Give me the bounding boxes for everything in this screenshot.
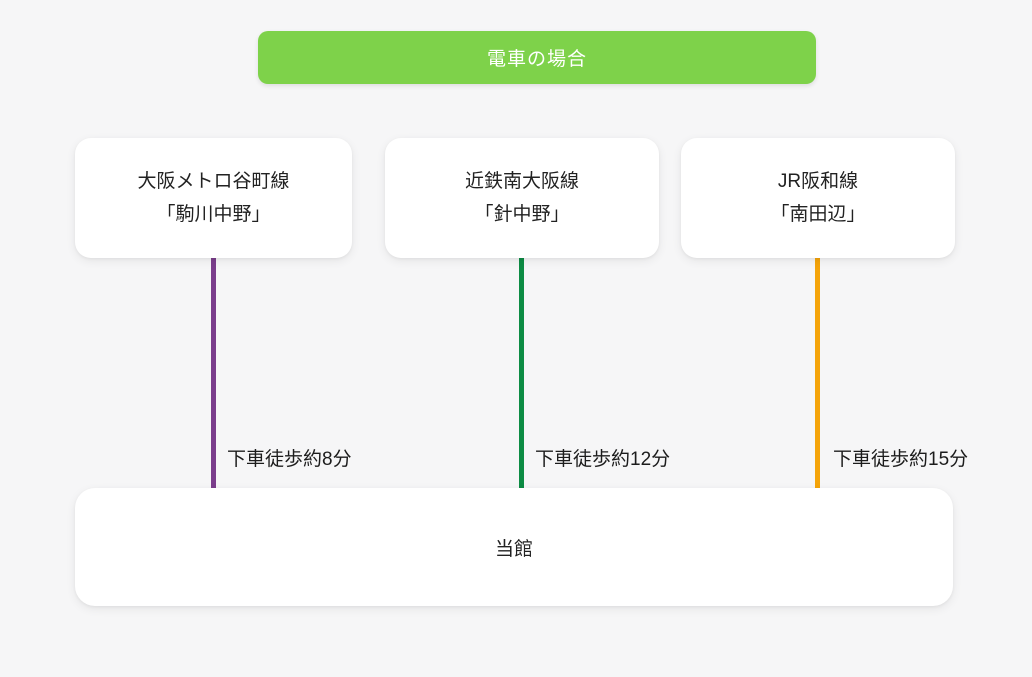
station-line-name: 近鉄南大阪線 <box>464 171 579 192</box>
walk-time-label: 下車徒歩約12分 <box>535 449 671 470</box>
station-card-komagawa-nakano: 大阪メトロ谷町線 「駒川中野」 <box>75 138 352 258</box>
station-name: 「南田辺」 <box>770 204 866 225</box>
walk-time-label: 下車徒歩約8分 <box>227 449 352 470</box>
route-connector-line-orange <box>815 258 820 488</box>
walk-time-label: 下車徒歩約15分 <box>833 449 969 470</box>
station-line-name: 大阪メトロ谷町線 <box>137 171 290 192</box>
destination-label: 当館 <box>494 538 533 560</box>
route-connector-line-green <box>519 258 524 488</box>
destination-card: 当館 <box>75 488 953 606</box>
section-header-train: 電車の場合 <box>258 31 816 84</box>
station-card-harinakano: 近鉄南大阪線 「針中野」 <box>385 138 659 258</box>
station-name: 「駒川中野」 <box>156 204 271 225</box>
station-card-minami-tanabe: JR阪和線 「南田辺」 <box>681 138 955 258</box>
station-line-name: JR阪和線 <box>777 171 859 192</box>
route-connector-line-purple <box>211 258 216 488</box>
station-name: 「針中野」 <box>474 204 570 225</box>
